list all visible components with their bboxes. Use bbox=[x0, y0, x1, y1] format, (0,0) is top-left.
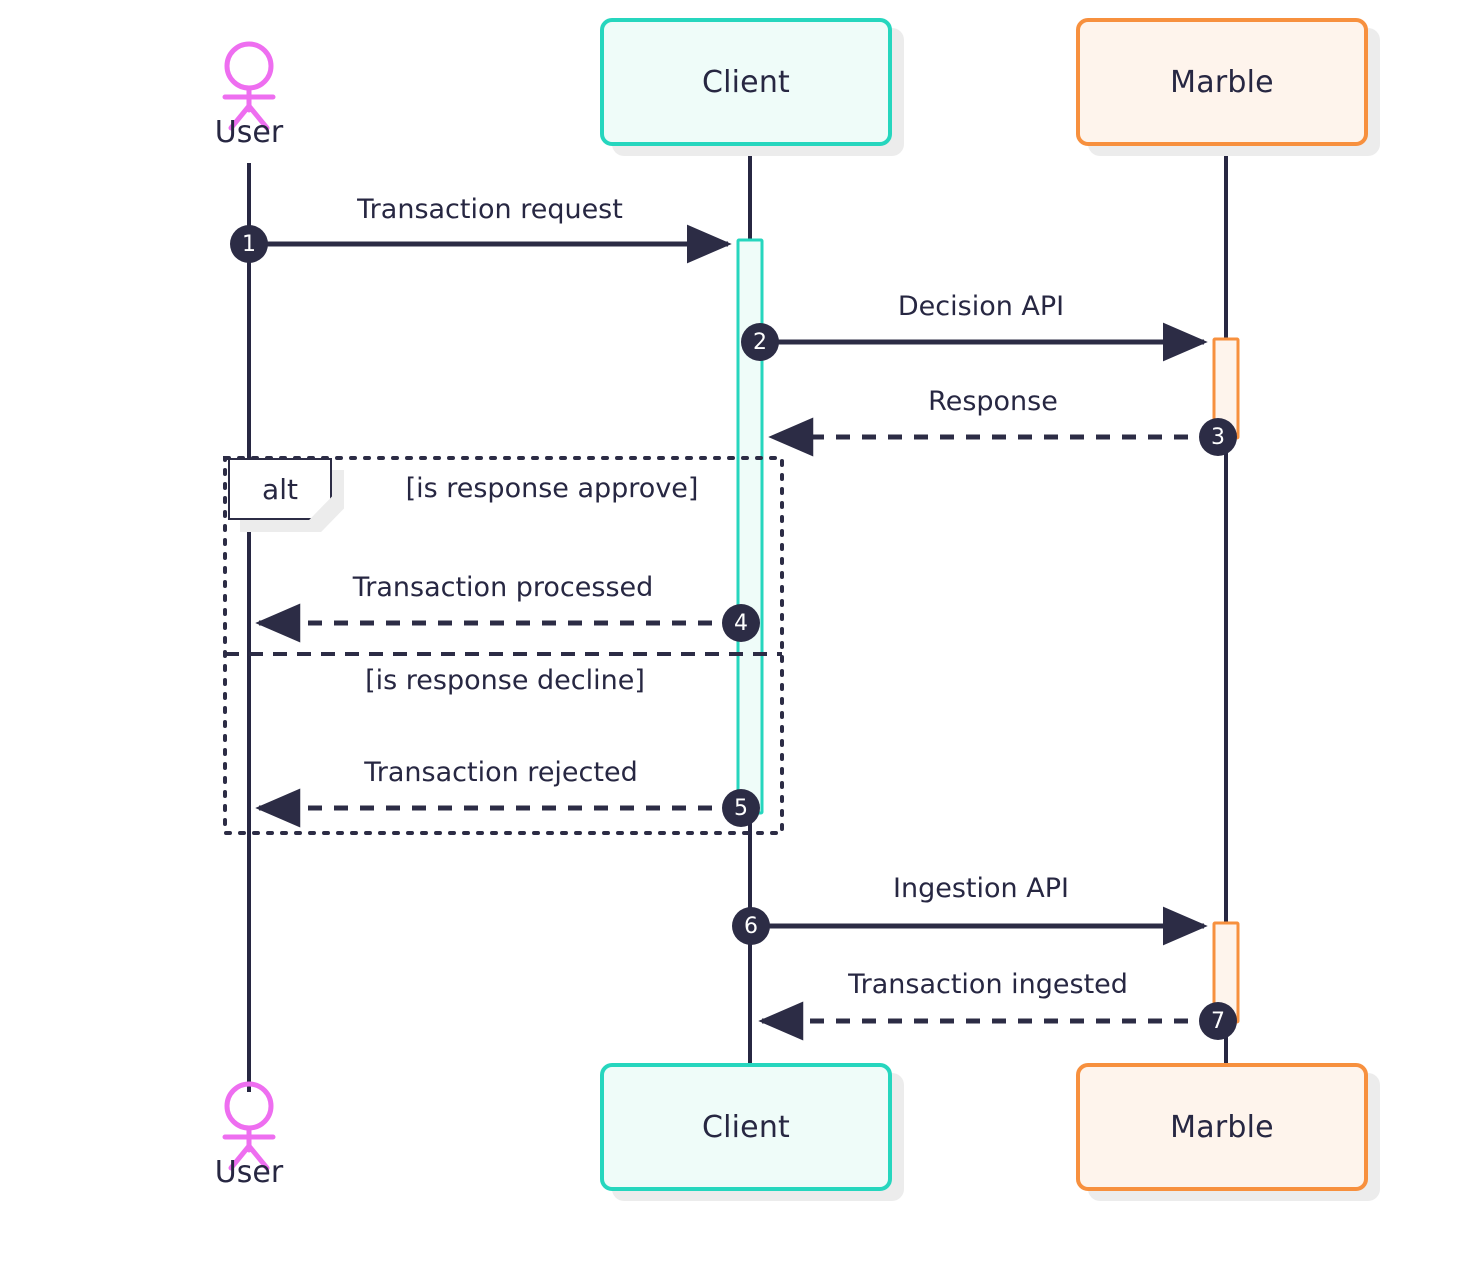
sequence-badge-2: 2 bbox=[741, 323, 779, 361]
sequence-badge-6: 6 bbox=[732, 907, 770, 945]
message-label-1: Transaction request bbox=[357, 194, 623, 225]
participant-client-bottom[interactable]: Client bbox=[600, 1063, 892, 1191]
message-arrows bbox=[249, 224, 1214, 1041]
message-label-3: Response bbox=[928, 386, 1058, 417]
alt-condition-decline: [is response decline] bbox=[365, 665, 645, 696]
participant-client-top-label: Client bbox=[701, 64, 791, 100]
actor-user-top-icon bbox=[222, 41, 276, 131]
participant-marble-top[interactable]: Marble bbox=[1076, 18, 1368, 146]
message-label-6: Ingestion API bbox=[893, 873, 1069, 904]
actor-user-bottom-icon bbox=[222, 1081, 276, 1171]
sequence-badge-4: 4 bbox=[722, 604, 760, 642]
sequence-badge-7: 7 bbox=[1199, 1002, 1237, 1040]
participant-marble-bottom[interactable]: Marble bbox=[1076, 1063, 1368, 1191]
participant-client-bottom-label: Client bbox=[701, 1109, 791, 1145]
alt-condition-approve: [is response approve] bbox=[405, 473, 699, 504]
sequence-badge-1: 1 bbox=[230, 225, 268, 263]
activation-bars bbox=[736, 238, 1240, 1024]
participant-user-bottom-label: User bbox=[214, 1155, 284, 1190]
participant-user-top-label: User bbox=[214, 115, 284, 150]
message-label-7: Transaction ingested bbox=[848, 969, 1128, 1000]
alt-tag-label: alt bbox=[262, 472, 298, 506]
alt-frame-outline bbox=[223, 456, 784, 835]
message-label-2: Decision API bbox=[897, 291, 1065, 322]
alt-fragment-tag: alt bbox=[228, 458, 332, 520]
participant-marble-bottom-label: Marble bbox=[1170, 1109, 1274, 1145]
alt-fragment-frame bbox=[223, 456, 784, 835]
sequence-badge-5: 5 bbox=[722, 789, 760, 827]
participant-client-top[interactable]: Client bbox=[600, 18, 892, 146]
message-label-5: Transaction rejected bbox=[364, 757, 638, 788]
message-label-4: Transaction processed bbox=[352, 572, 654, 603]
participant-marble-top-label: Marble bbox=[1170, 64, 1274, 100]
sequence-badge-3: 3 bbox=[1199, 418, 1237, 456]
